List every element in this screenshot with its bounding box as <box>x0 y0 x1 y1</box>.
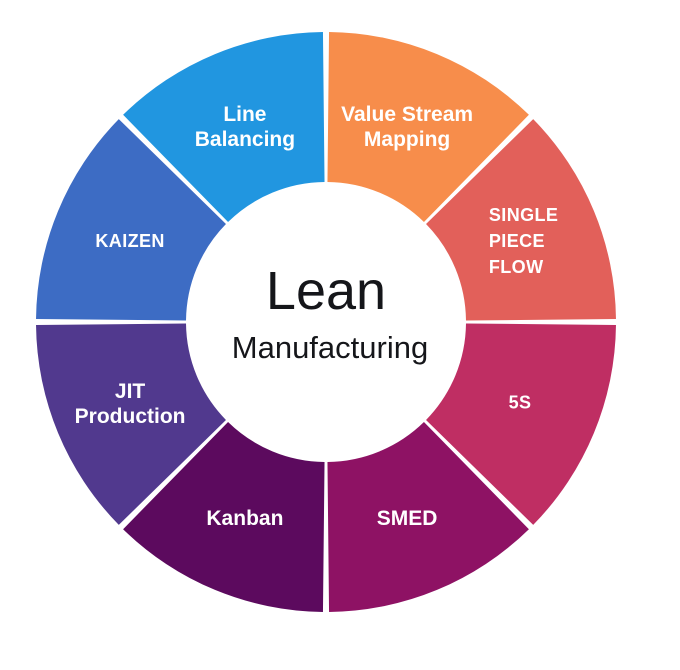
center-subtitle: Manufacturing <box>232 330 428 365</box>
segment-label-line: Kanban <box>206 507 283 530</box>
donut-segment-5s[interactable] <box>426 323 616 525</box>
donut-segment-kaizen[interactable] <box>36 119 226 321</box>
center-title: Lean <box>266 261 386 321</box>
segment-label-line: KAIZEN <box>95 231 164 251</box>
donut-segment-jit-production[interactable] <box>36 323 226 525</box>
segment-label-line: 5S <box>509 393 532 413</box>
segment-label-line: Mapping <box>364 128 450 151</box>
segment-label-line: Production <box>75 405 186 428</box>
segment-label-line: JIT <box>115 380 146 403</box>
donut-segment-single-piece-flow[interactable] <box>426 119 616 321</box>
segment-label-smed: SMED <box>377 507 438 530</box>
donut-segments <box>36 32 616 612</box>
donut-segment-smed[interactable] <box>327 422 529 612</box>
segment-label-single-piece-flow: SINGLE PIECE FLOW <box>489 205 558 277</box>
segment-label-kanban: Kanban <box>206 507 283 530</box>
segment-label-line: Balancing <box>195 128 295 151</box>
segment-label-line: PIECE <box>489 231 545 251</box>
segment-label-line: SINGLE <box>489 205 558 225</box>
donut-segment-value-stream-mapping[interactable] <box>327 32 529 222</box>
segment-label-5s: 5S <box>509 393 532 413</box>
donut-segment-line-balancing[interactable] <box>123 32 325 222</box>
donut-segment-kanban[interactable] <box>123 422 325 612</box>
segment-label-line: Value Stream <box>341 103 473 126</box>
segment-label-kaizen: KAIZEN <box>95 231 164 251</box>
segment-label-line: Line <box>223 103 266 126</box>
segment-label-line: FLOW <box>489 257 544 277</box>
segment-label-line: SMED <box>377 507 438 530</box>
center-hub <box>187 183 465 461</box>
